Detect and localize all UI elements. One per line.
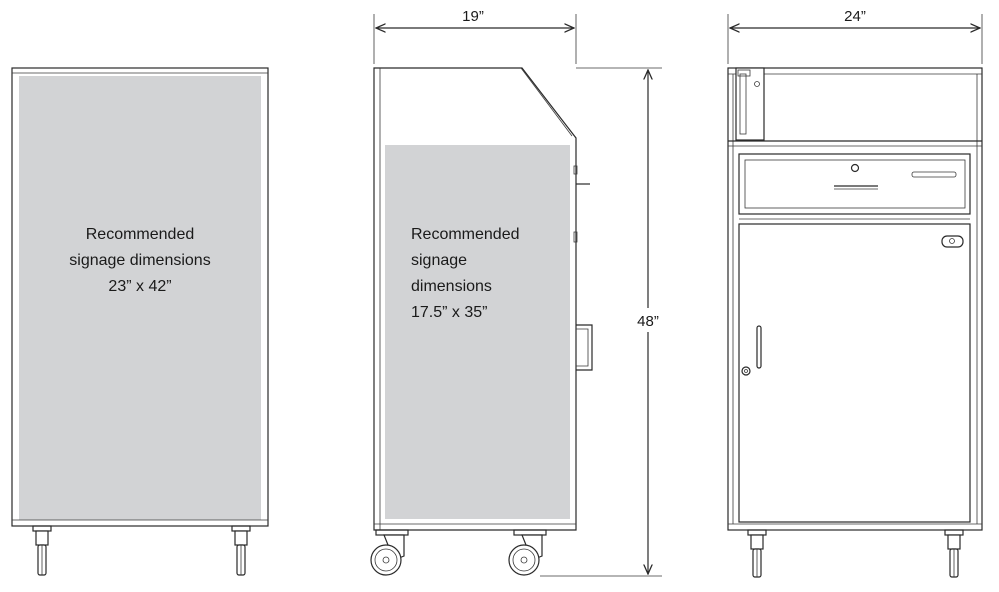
- front-sign-line2: signage dimensions: [69, 252, 210, 269]
- height-label: 48”: [637, 313, 659, 330]
- side-sign-line3: dimensions: [411, 278, 492, 295]
- front-signage-area: [19, 76, 261, 520]
- side-sign-line2: signage: [411, 252, 467, 269]
- back-drawer: [738, 153, 971, 215]
- back-width-label: 24”: [844, 8, 866, 25]
- front-caster-right: [231, 525, 251, 576]
- side-view: 19” Recommended signage dimensions 17.5”…: [370, 8, 666, 577]
- side-handle: [576, 324, 593, 371]
- back-view: 24”: [727, 8, 983, 578]
- door-vent: [941, 235, 964, 248]
- front-sign-line3: 23” x 42”: [108, 278, 171, 295]
- door-handle: [756, 325, 762, 369]
- back-caster-left: [747, 529, 767, 578]
- side-signage-area: [385, 145, 570, 519]
- drawer-lock: [850, 163, 860, 173]
- side-sign-line1: Recommended: [411, 226, 520, 243]
- back-caster-right: [944, 529, 964, 578]
- door-lock: [741, 366, 751, 376]
- front-sign-line1: Recommended: [86, 226, 195, 243]
- back-door: [738, 223, 971, 523]
- top-bracket: [735, 67, 765, 141]
- front-caster-left: [32, 525, 52, 576]
- side-sign-line4: 17.5” x 35”: [411, 304, 487, 321]
- side-caster-right: [508, 529, 547, 576]
- side-caster-left: [370, 529, 409, 576]
- side-width-label: 19”: [462, 8, 484, 25]
- front-view: Recommended signage dimensions 23” x 42”: [11, 67, 269, 576]
